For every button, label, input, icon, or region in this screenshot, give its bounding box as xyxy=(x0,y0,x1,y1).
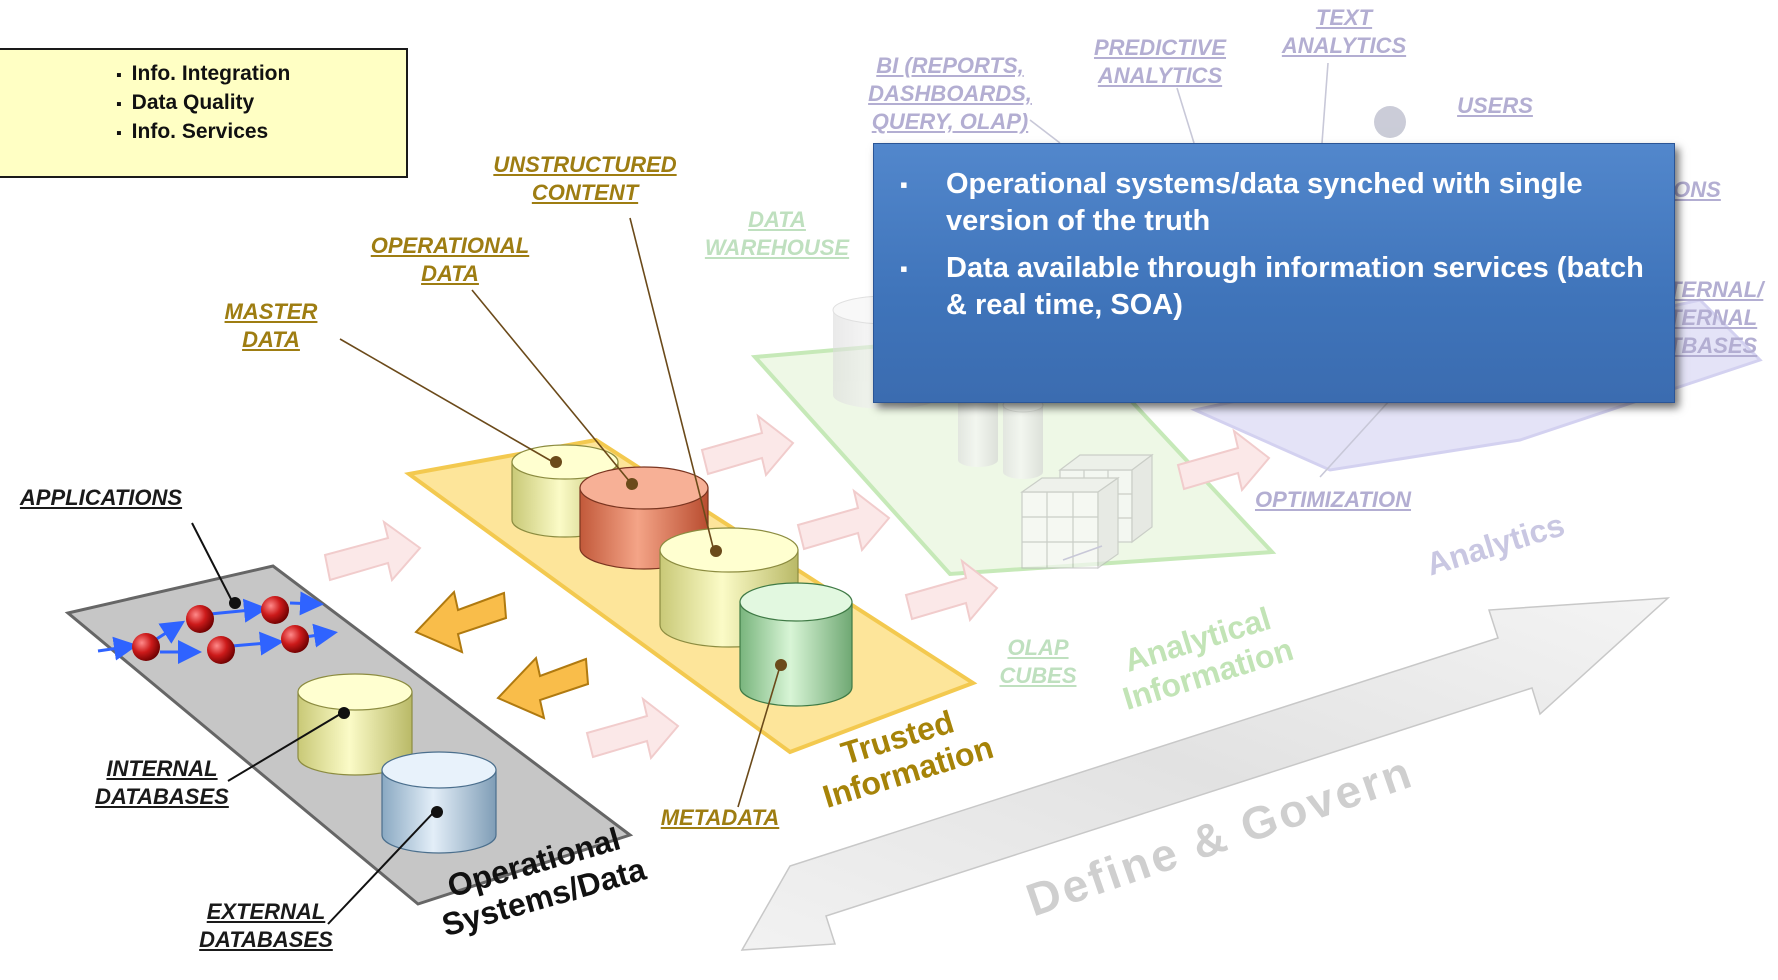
data-warehouse-label: DATA WAREHOUSE xyxy=(704,207,850,260)
ons-label: ONS xyxy=(1673,177,1721,202)
optimization-label: OPTIMIZATION xyxy=(1254,487,1412,512)
olap-cubes-label: OLAP CUBES xyxy=(999,635,1077,688)
info-services-arrows xyxy=(414,589,590,720)
legend-box: Info. Integration Data Quality Info. Ser… xyxy=(0,48,408,178)
metadata-label: METADATA xyxy=(660,805,780,830)
external-internal-databases-label: TERNAL/ TERNAL TBASES xyxy=(1668,277,1764,358)
leader-lines-faded xyxy=(1029,62,1391,561)
leader-dots xyxy=(229,456,787,818)
applications-label: APPLICATIONS xyxy=(19,485,183,510)
metadata-cylinder xyxy=(739,582,853,707)
external-databases-label: EXTERNAL DATABASES xyxy=(199,899,333,952)
internal-databases-label: INTERNAL DATABASES xyxy=(95,756,229,809)
flow-arrows-pink xyxy=(323,413,1271,761)
legend-item-data-quality: Data Quality xyxy=(116,89,290,118)
external-databases-cylinder xyxy=(381,751,497,854)
users-label: USERS xyxy=(1457,93,1533,118)
olap-cube-icon xyxy=(1020,453,1154,570)
leader-lines xyxy=(339,217,782,808)
master-data-label: MASTER DATA xyxy=(224,299,318,352)
text-analytics-label: TEXT ANALYTICS xyxy=(1281,5,1407,58)
legend-item-info-services: Info. Services xyxy=(116,118,290,147)
operational-data-label: OPERATIONAL DATA xyxy=(370,233,530,286)
legend-list: Info. Integration Data Quality Info. Ser… xyxy=(116,60,291,147)
leader-lines-dark xyxy=(191,522,435,925)
internal-databases-cylinder xyxy=(297,673,413,776)
callout-bullet-sync: Operational systems/data synched with si… xyxy=(900,166,1646,240)
define-govern-arrow xyxy=(740,597,1671,951)
legend-item-info-integration: Info. Integration xyxy=(116,60,291,89)
predictive-analytics-label: PREDICTIVE ANALYTICS xyxy=(1093,35,1227,88)
applications-network xyxy=(97,591,338,664)
unstructured-content-label: UNSTRUCTURED CONTENT xyxy=(493,152,677,205)
callout-list: Operational systems/data synched with si… xyxy=(874,144,1674,324)
callout-box: Operational systems/data synched with si… xyxy=(873,143,1675,403)
application-nodes xyxy=(132,596,309,664)
callout-bullet-services: Data available through information servi… xyxy=(900,250,1646,324)
bi-label: BI (REPORTS, DASHBOARDS, QUERY, OLAP) xyxy=(868,53,1032,134)
